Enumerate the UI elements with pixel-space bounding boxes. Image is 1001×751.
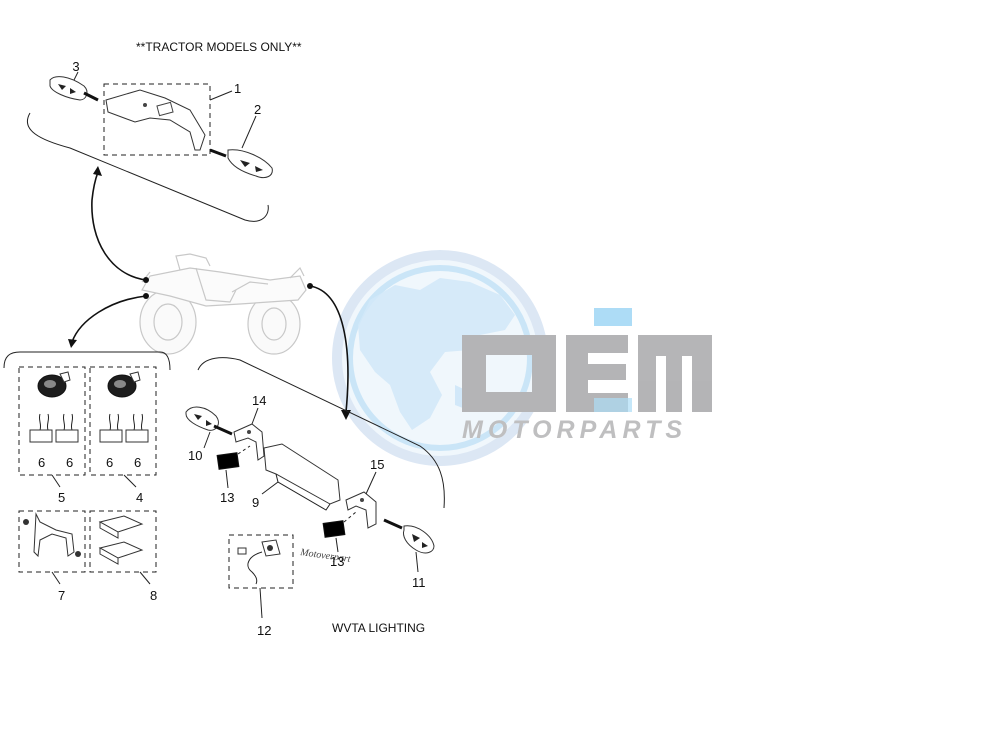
headlamp-left: [37, 371, 71, 398]
right-group: Motoverpart 14 10 13 9 15 13 11 12: [185, 357, 445, 638]
callout-13-left: 13: [220, 490, 234, 505]
plate-lamp-12: [237, 539, 281, 585]
tractor-models-note: **TRACTOR MODELS ONLY**: [136, 40, 302, 54]
reflector-13-right: [322, 520, 346, 538]
bracket-15: [345, 491, 377, 529]
bulb-pair-5: [29, 413, 79, 443]
watermark-continents: [358, 278, 515, 430]
indicator-11: [383, 518, 435, 554]
oem-motorparts-watermark: MOTORPARTS: [332, 250, 712, 466]
reflector-13-left: [216, 452, 240, 470]
top-group: 3 1 2: [27, 59, 273, 222]
callout-6-c: 6: [106, 455, 113, 470]
callout-4: 4: [136, 490, 143, 505]
top-group-bracket-arc: [27, 112, 269, 222]
callout-15: 15: [370, 457, 384, 472]
right-group-bracket-arc: [197, 357, 445, 509]
callout-6-a: 6: [38, 455, 45, 470]
callout-5: 5: [58, 490, 65, 505]
kit-4-box: [89, 366, 157, 476]
watermark-subtitle: MOTORPARTS: [462, 416, 687, 444]
kit-7-box: [18, 510, 86, 573]
callout-3: 3: [72, 59, 79, 74]
callout-1: 1: [234, 81, 241, 96]
callout-2: 2: [254, 102, 261, 117]
callout-10: 10: [188, 448, 202, 463]
callout-11: 11: [412, 575, 426, 590]
callout-13-right: 13: [330, 554, 344, 569]
indicator-10: [185, 406, 233, 436]
indicator-3: [49, 76, 99, 102]
bracket-kit-box: [103, 83, 211, 156]
indicator-2: [209, 148, 273, 179]
callout-12: 12: [257, 623, 271, 638]
headlamp-right: [107, 371, 141, 398]
atv-vehicle-drawing: [139, 253, 307, 355]
callout-8: 8: [150, 588, 157, 603]
left-group: 6 6 6 6 5 4 7: [3, 351, 171, 603]
callout-9: 9: [252, 495, 259, 510]
left-group-bracket: [3, 351, 171, 371]
wvta-lighting-caption: WVTA LIGHTING: [332, 621, 425, 635]
front-bracket-plate: [105, 89, 206, 151]
bulb-pair-4: [99, 413, 149, 443]
callout-6-d: 6: [134, 455, 141, 470]
watermark-letters: [462, 308, 712, 412]
number-plate-carrier-9: [263, 443, 341, 505]
callout-14: 14: [252, 393, 266, 408]
bracket-14: [233, 423, 265, 461]
callout-7: 7: [58, 588, 65, 603]
callout-6-b: 6: [66, 455, 73, 470]
connection-arrows: [68, 166, 351, 420]
reflector-pair-8: [98, 515, 144, 565]
lamp-bracket-7: [23, 512, 81, 558]
kit-12-box: [228, 534, 294, 589]
